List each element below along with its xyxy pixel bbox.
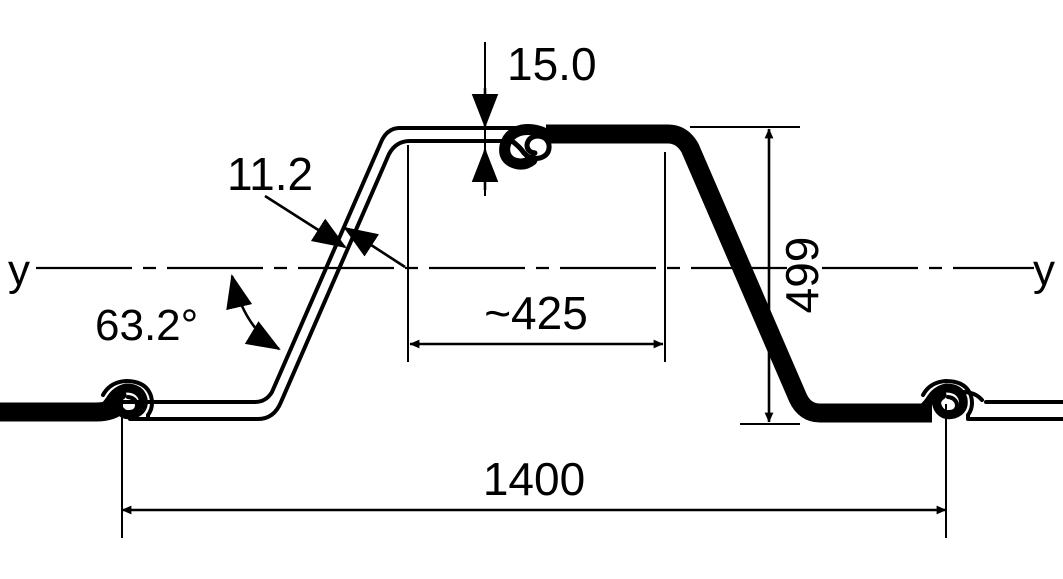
crown-seam-joint (499, 124, 552, 170)
dim-425: ~425 (409, 287, 664, 349)
dim-label-63-2: 63.2° (95, 301, 198, 350)
dim-15: 15.0 (471, 38, 597, 190)
dim-label-499: 499 (776, 237, 828, 314)
dim-label-11-2: 11.2 (227, 148, 313, 200)
thick-crown-web-flange (546, 124, 932, 423)
dim-499: 499 (764, 128, 828, 423)
dim-label-425: ~425 (484, 287, 588, 339)
panel-outline-thin-half (116, 126, 524, 421)
dim-arc-63-2 (226, 274, 281, 351)
right-seam-inner-curl (946, 395, 960, 414)
axis-label-y-right: y (1033, 246, 1055, 295)
dim-11-2: 11.2 (227, 148, 406, 269)
right-seam-male-hook (911, 383, 968, 420)
right-seam-female-fold (921, 379, 1063, 421)
extension-lines (121, 42, 947, 538)
dim-1400: 1400 (121, 453, 947, 515)
left-seam-inner-curl (126, 395, 140, 414)
dim-arrow-11-2-upper (264, 194, 347, 249)
dim-arrow-11-2-lower (343, 226, 406, 269)
crown-seam-female-curl (509, 133, 552, 161)
right-flange-transition (961, 390, 984, 402)
axis-label-y-left: y (8, 246, 30, 295)
right-seam-joint (911, 379, 1063, 421)
left-seam-male-hook (91, 383, 148, 420)
left-seam-joint (91, 379, 167, 421)
thin-half-outer-skin (116, 126, 524, 404)
dim-63-2-deg: 63.2° (95, 274, 281, 351)
left-seam-female-fold (101, 379, 167, 421)
dim-label-1400: 1400 (483, 453, 585, 505)
thin-half-inner-skin (128, 139, 514, 421)
dim-label-15: 15.0 (507, 38, 597, 90)
crown-seam-male-hook (499, 124, 552, 170)
